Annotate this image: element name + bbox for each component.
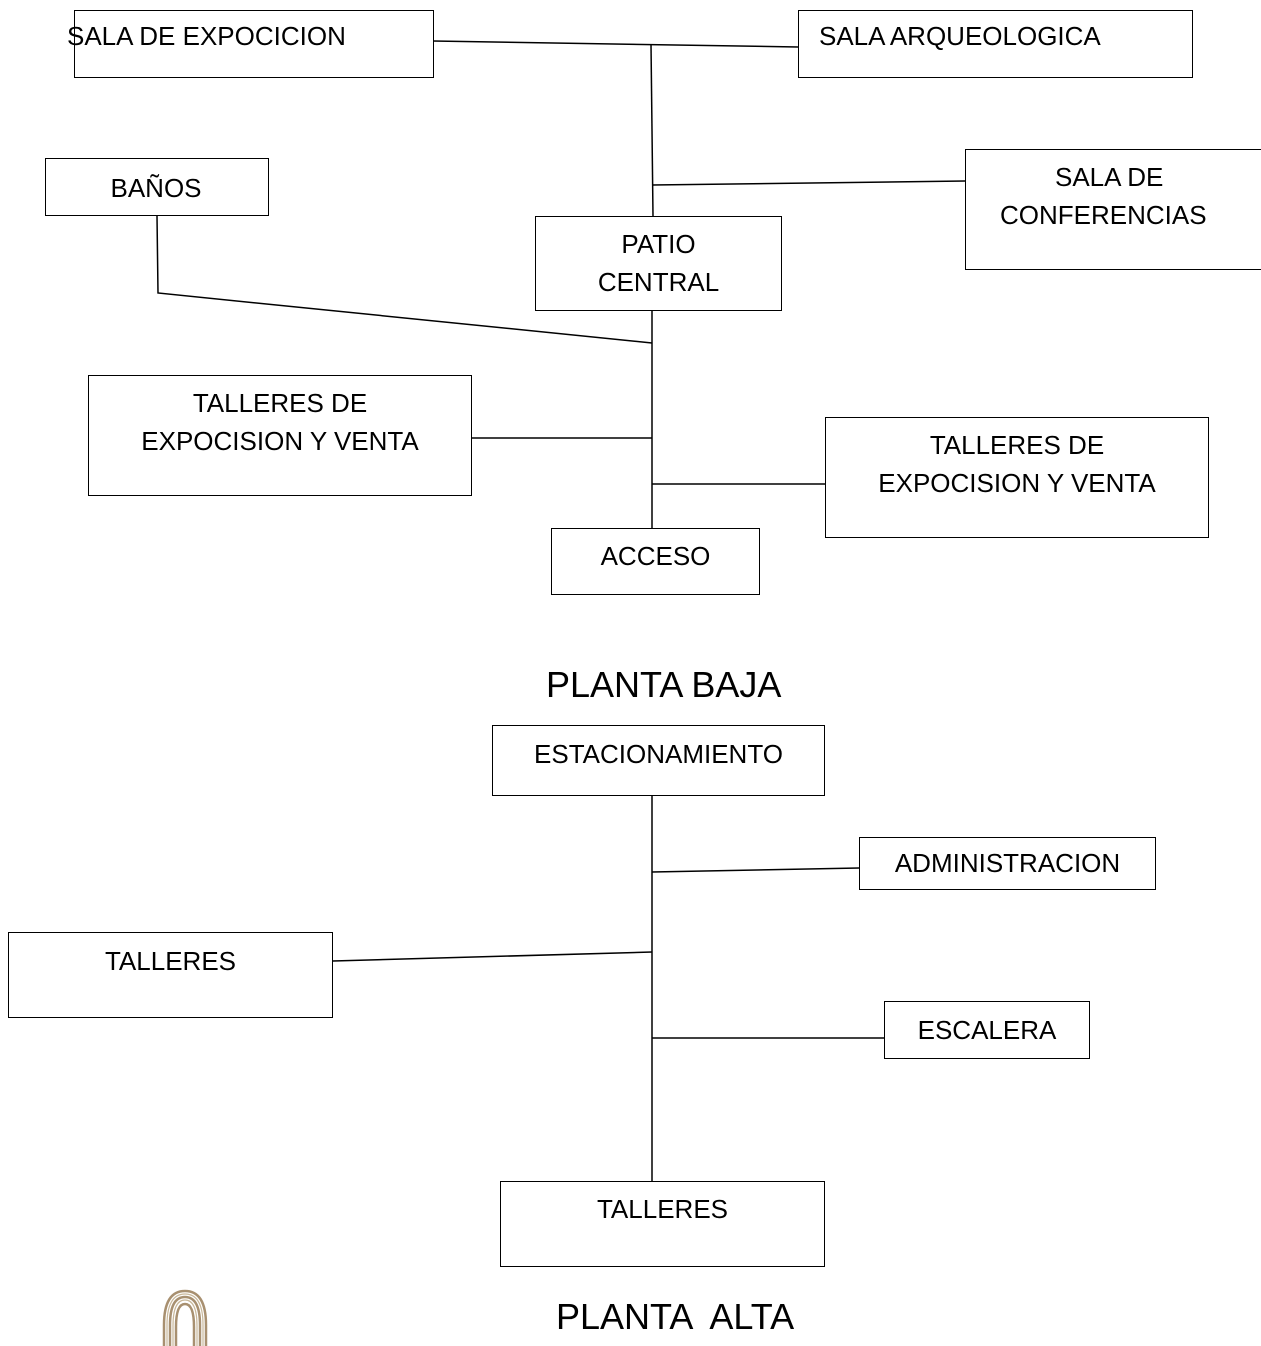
node-talleres-expocision-left: TALLERES DE EXPOCISION Y VENTA [88, 375, 472, 496]
node-estacionamiento: ESTACIONAMIENTO [492, 725, 825, 796]
node-talleres-expocision-right: TALLERES DE EXPOCISION Y VENTA [825, 417, 1209, 538]
connector-talleres-alta [332, 951, 653, 962]
node-sala-expocicion: SALA DE EXPOCICION [67, 10, 434, 78]
node-patio-central: PATIO CENTRAL [535, 216, 782, 311]
title-planta-baja: PLANTA BAJA [546, 664, 782, 705]
node-escalera: ESCALERA [884, 1001, 1090, 1059]
node-sala-conferencias: SALA DE CONFERENCIAS [965, 149, 1261, 270]
node-administracion: ADMINISTRACION [859, 837, 1156, 890]
connector-banos [156, 215, 653, 344]
node-talleres-left: TALLERES [8, 932, 333, 1018]
title-planta-alta: PLANTA ALTA [556, 1296, 795, 1337]
connector-spine-upper [650, 43, 654, 217]
connector-administracion [651, 867, 860, 873]
arch-logo-icon [162, 1289, 208, 1346]
connector-top [432, 40, 799, 48]
connector-conferencias [651, 180, 966, 186]
node-acceso: ACCESO [551, 528, 760, 595]
node-banos: BAÑOS [45, 158, 269, 216]
node-sala-arqueologica: SALA ARQUEOLOGICA [798, 10, 1193, 78]
node-talleres-bottom: TALLERES [500, 1181, 825, 1267]
